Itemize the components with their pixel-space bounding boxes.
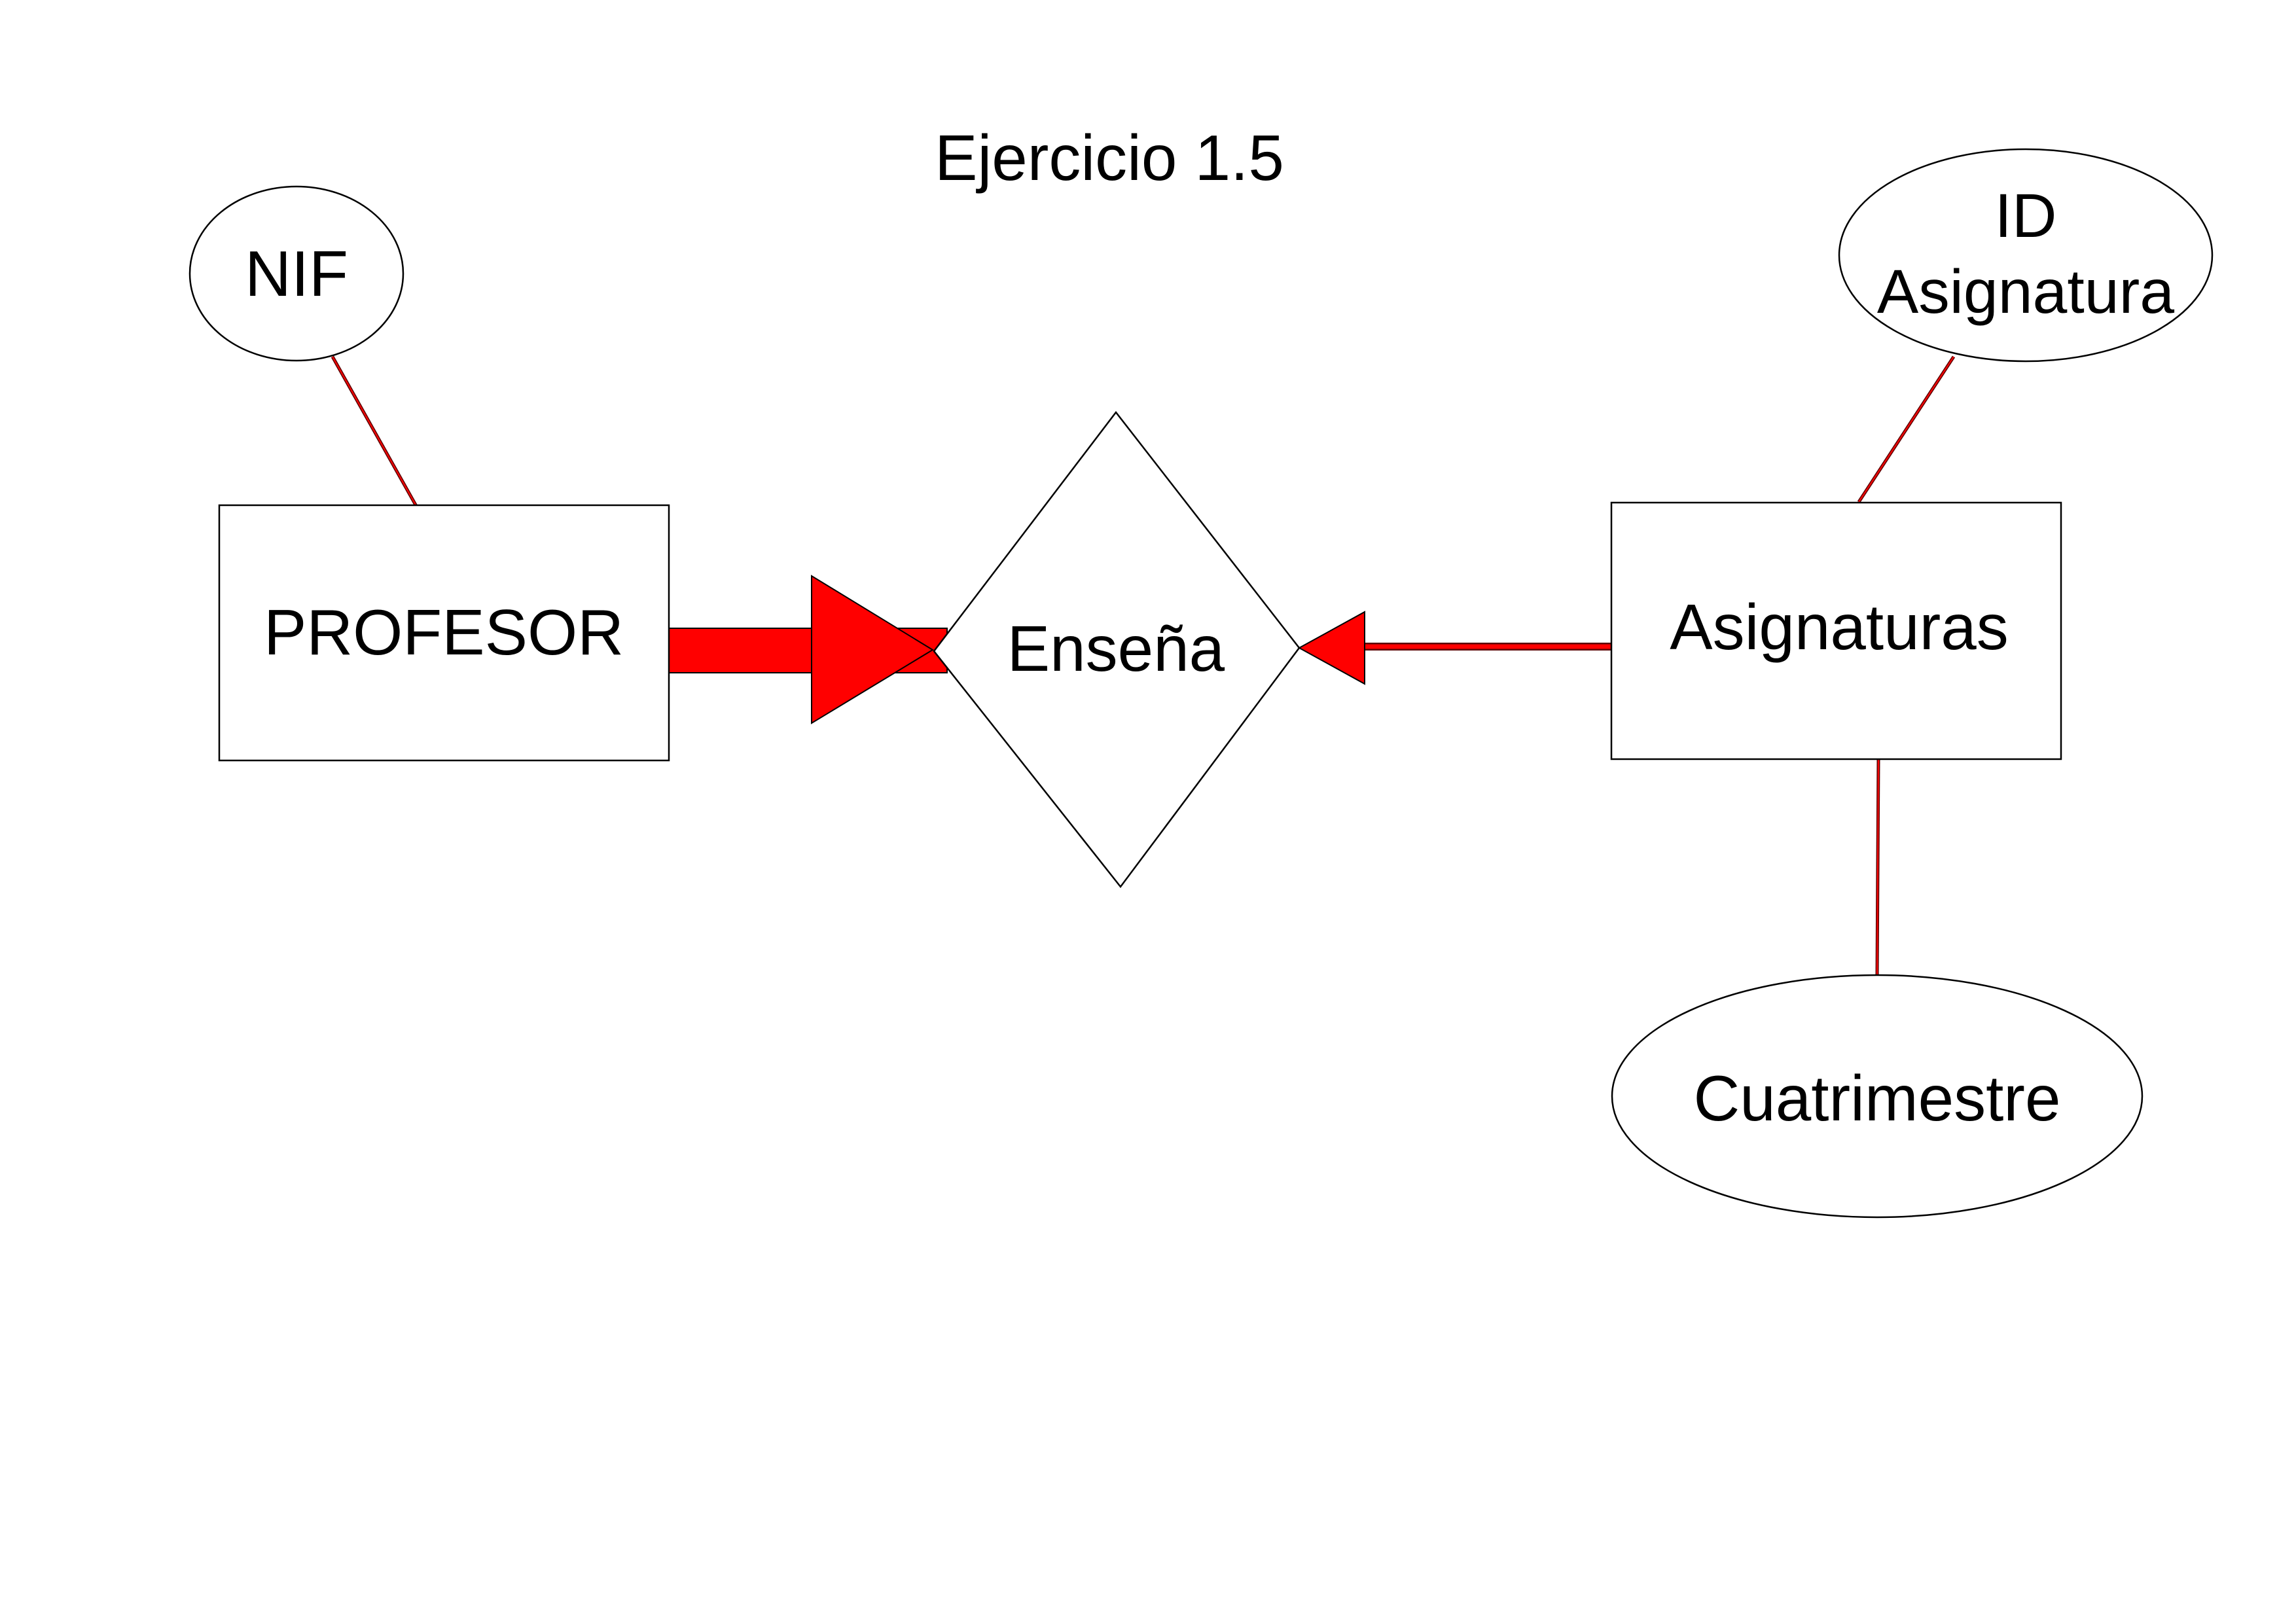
- relationship-ensena: Enseña: [933, 410, 1300, 889]
- entity-asignaturas-label: Asignaturas: [1670, 591, 2009, 663]
- relationship-ensena-label: Enseña: [1007, 613, 1225, 685]
- arrow-profesor-ensena: [668, 575, 948, 724]
- entity-profesor-label: PROFESOR: [264, 596, 624, 668]
- attribute-nif-label: NIF: [245, 238, 348, 310]
- attribute-cuatrimestre-label: Cuatrimestre: [1694, 1062, 2061, 1134]
- entity-asignaturas: Asignaturas: [1610, 501, 2062, 760]
- attribute-id-asignatura: ID Asignatura: [1838, 148, 2214, 363]
- diagram-title: Ejercicio 1.5: [935, 122, 1284, 194]
- attribute-nif: NIF: [188, 185, 404, 362]
- entity-profesor: PROFESOR: [218, 504, 670, 762]
- attribute-id-asignatura-label-line1: ID: [1995, 181, 2057, 251]
- attribute-cuatrimestre: Cuatrimestre: [1611, 974, 2144, 1219]
- connector-asignaturas-cuatrimestre: [1875, 758, 1880, 976]
- attribute-id-asignatura-label-line2: Asignatura: [1877, 257, 2174, 327]
- connector-nif-profesor: [331, 355, 419, 508]
- arrow-asignaturas-ensena: [1297, 611, 1611, 685]
- connector-id-asignatura-asignaturas: [1857, 355, 1956, 503]
